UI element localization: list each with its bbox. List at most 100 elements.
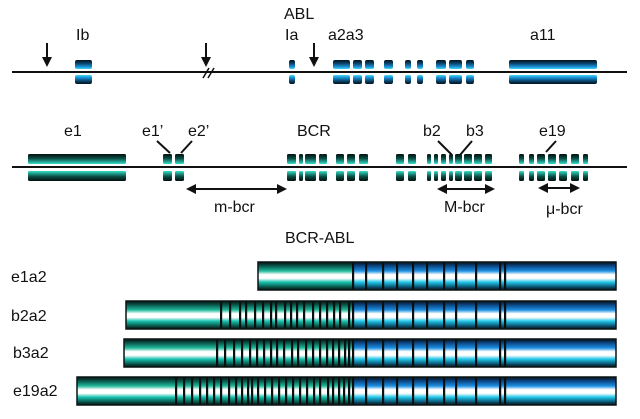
exon-junction [365,339,368,367]
transcript-label-e19a2: e19a2 [13,383,58,400]
exon-bottom-half [559,171,567,181]
exon-top-half [322,154,327,164]
exon-junction [412,339,415,367]
abl-exons [75,60,597,84]
exon-junction [455,339,458,367]
bar-outline [123,338,617,368]
abl-exon [405,60,411,84]
bcr-portion [124,339,353,367]
exon-ia [289,60,295,84]
exon-bottom-half [519,171,524,181]
exon-top-half [466,60,474,69]
exon-top-half [299,154,303,164]
exon-ib [75,60,92,84]
abl-exon [365,60,374,84]
exon-junction [271,377,274,405]
bcr-exon [347,154,355,181]
abl-exon [333,60,350,84]
exon-junction [412,301,415,329]
exon-junction [241,377,244,405]
exon-junction [257,377,260,405]
pointer-e19 [545,140,557,153]
exon-junction [352,339,355,367]
break-symbol [202,67,215,79]
exon-junction [475,339,478,367]
exon-label-ia: Ia [285,27,298,44]
exon-e1-prime [163,154,172,181]
exon-junction [443,262,446,290]
exon-junction [305,339,308,367]
exon-junction [229,301,232,329]
exon-junction [443,301,446,329]
bar-outline [76,376,617,406]
exon-top-half [289,60,295,69]
bar-outline [257,261,617,291]
exon-top-half [75,60,92,69]
abl-exon [384,60,393,84]
exon-top-half [583,154,588,164]
pointer-b2 [437,140,453,156]
exon-junction [270,301,273,329]
exon-junction [504,339,507,367]
exon-junction [426,262,429,290]
exon-junction [290,301,293,329]
exon-bottom-half [405,75,411,84]
exon-junction [348,301,351,329]
exon-bottom-half [28,171,126,181]
exon-junction [475,301,478,329]
exon-bottom-half [359,171,368,181]
exon-junction [241,339,244,367]
exon-junction [206,377,209,405]
bcr-exon [359,154,368,181]
exon-junction [245,301,248,329]
exon-junction [297,339,300,367]
bcr-exon [434,154,438,181]
exon-junction [213,377,216,405]
exon-junction [348,339,351,367]
exon-bottom-half [449,75,462,84]
exon-junction [235,377,238,405]
exon-junction [343,377,346,405]
exon-top-half [365,60,374,69]
exon-junction [319,301,322,329]
exon-top-half [559,154,567,164]
exon-bottom-half [537,171,545,181]
exon-bottom-half [175,171,184,181]
region-label-m-bcr: m-bcr [214,199,256,216]
exon-top-half [464,154,472,164]
fusion-bar-e1a2 [257,261,617,291]
exon-junction [352,262,355,290]
exon-label-e1: e1 [64,123,82,140]
abl-exon [449,60,462,84]
exon-top-half [28,154,126,164]
exon-bottom-half [322,171,327,181]
exon-top-half [571,154,579,164]
exon-top-half [434,154,438,164]
exon-junction [455,262,458,290]
exon-junction [339,301,342,329]
exon-bottom-half [466,75,474,84]
abl-exon [466,60,474,84]
exon-bottom-half [509,75,597,84]
bcr-exon [529,154,534,181]
exon-junction [475,262,478,290]
exon-bottom-half [347,171,355,181]
exon-junction [220,377,223,405]
exon-junction [348,377,351,405]
bcr-exon [474,154,482,181]
exon-junction [283,339,286,367]
exon-junction [338,377,341,405]
abl-portion [353,339,616,367]
exon-bottom-half [75,75,92,84]
exon-junction [365,377,368,405]
exon-junction [352,301,355,329]
exon-junction [319,377,322,405]
exon-top-half [336,154,344,164]
exon-junction [499,339,502,367]
bcr-exon [464,154,472,181]
exon-junction [254,301,257,329]
exon-junction [224,339,227,367]
exon-top-half [427,154,431,164]
region-label-M-bcr: M-bcr [444,199,486,216]
bcr-exon [299,154,303,181]
